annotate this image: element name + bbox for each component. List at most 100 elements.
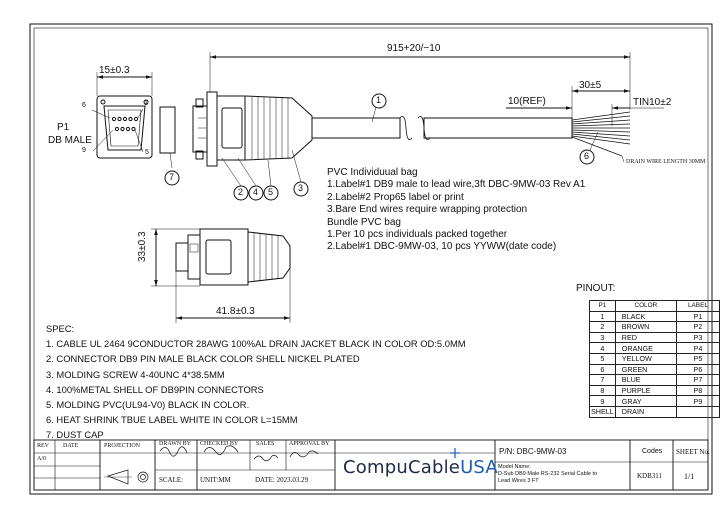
color-cell: ORANGE <box>614 342 677 354</box>
color-cell: PURPLE <box>614 384 677 397</box>
p1-type-label: DB MALE <box>48 135 92 146</box>
dim-width-text: 15±0.3 <box>99 65 130 76</box>
label-cell: P9 <box>675 395 720 407</box>
dim-tin-text: TIN10±2 <box>633 97 672 108</box>
logo-main: CompuCable <box>343 457 461 478</box>
tb-model-desc-1: D-Sub DB9 Male RS-232 Serial Cable to <box>498 471 598 477</box>
pin-cell: 3 <box>589 331 616 344</box>
tb-codes: Codes <box>642 448 663 455</box>
pin-callout-5: 5 <box>145 149 149 156</box>
label-cell: P6 <box>675 363 720 376</box>
label-cell: P3 <box>675 331 720 344</box>
cable-jacket <box>423 117 573 139</box>
note-line: Bundle PVC bag <box>327 216 401 228</box>
connector-side-view <box>192 91 401 167</box>
p1-label: P1 <box>57 122 70 133</box>
balloon-5-text: 5 <box>268 187 274 197</box>
tb-code-value: KDB311 <box>637 472 663 480</box>
lead-wires <box>571 111 631 157</box>
label-cell: P4 <box>675 342 720 354</box>
pin-cell: 1 <box>589 310 616 323</box>
pin-callout-1: 1 <box>144 100 148 107</box>
packaging-notes: PVC Individuual bag 1.Label#1 DB9 male t… <box>327 167 585 254</box>
pin-cell: 5 <box>589 352 616 365</box>
dim-ref-text: 10(REF) <box>508 96 546 107</box>
tb-part-number: P/N: DBC-9MW-03 <box>499 447 567 456</box>
tb-sheet-no: SHEET No. <box>676 448 710 456</box>
tb-rev: REV <box>37 443 49 449</box>
spec-item: 4. 100%METAL SHELL OF DB9PIN CONNECTORS <box>46 383 264 395</box>
note-line: 2.Label#1 DBC-9MW-03, 10 pcs YYWW(date c… <box>327 241 557 253</box>
drain-note: DRAIN WIRE LENGTH 30MM <box>626 159 706 165</box>
pinout-header-color: COLOR <box>614 300 677 312</box>
logo-usa: USA <box>460 457 498 478</box>
pin-cell: 2 <box>589 321 616 333</box>
label-cell: P1 <box>675 310 720 323</box>
tb-sales: SALES <box>256 441 275 447</box>
balloon-6-text: 6 <box>584 151 590 161</box>
tb-model-desc-2: Lead Wires 3 FT <box>498 478 539 484</box>
title-block <box>33 439 709 491</box>
balloon-7 <box>164 170 180 186</box>
pin-cell: 9 <box>589 395 616 407</box>
color-cell: GRAY <box>614 395 677 407</box>
note-line: 1.Label#1 DB9 male to lead wire,3ft DBC-… <box>327 179 586 191</box>
pin-cell: 4 <box>589 342 616 354</box>
pinout-header-p1: P1 <box>589 300 616 312</box>
tb-date: DATE <box>63 443 79 449</box>
tb-projection: PROJECTION <box>104 443 141 449</box>
tb-date-value: DATE: 2023.03.29 <box>255 476 309 484</box>
tb-approval-by: APPROVAL BY <box>289 441 330 447</box>
connector-top-view <box>175 228 291 286</box>
pinout-header-label: LABEL <box>675 300 720 312</box>
color-cell: BLUE <box>614 374 677 386</box>
balloon-1 <box>371 93 387 109</box>
color-cell: GREEN <box>614 363 677 376</box>
balloon-7-text: 7 <box>169 172 175 182</box>
pin-cell: 7 <box>589 374 616 386</box>
label-cell: P8 <box>675 384 720 397</box>
tb-scale: SCALE: <box>159 476 184 484</box>
tb-unit: UNIT:MM <box>200 476 231 484</box>
pin-cell: 8 <box>589 384 616 397</box>
balloon-4-text: 4 <box>253 187 259 197</box>
spec-title: SPEC: <box>46 323 75 334</box>
color-cell: RED <box>614 331 677 344</box>
dim-strip-text: 30±5 <box>579 80 602 91</box>
tb-checked-by: CHECKED BY <box>200 441 239 447</box>
label-cell: P2 <box>675 321 720 333</box>
spec-list: SPEC: 1. CABLE UL 2464 9CONDUCTOR 28AWG … <box>46 321 466 443</box>
p1-front-view <box>91 95 153 159</box>
dust-cap <box>159 106 176 154</box>
spec-item: 3. MOLDING SCREW 4-40UNC 4*38.5MM <box>46 368 225 380</box>
label-cell: P5 <box>675 352 720 365</box>
note-line: 2.Label#2 Prop65 label or print <box>327 191 464 203</box>
pin-cell: 6 <box>589 363 616 376</box>
label-cell: P7 <box>675 374 720 386</box>
note-line: 1.Per 10 pcs individuals packed together <box>327 229 508 241</box>
balloon-3-text: 3 <box>298 183 304 193</box>
pinout-title: PINOUT: <box>576 283 616 294</box>
frame-outer <box>29 23 713 495</box>
balloon-6 <box>579 149 595 165</box>
dim-depth-text: 41.8±0.3 <box>216 306 255 317</box>
label-cell <box>675 405 720 418</box>
balloon-1-text: 1 <box>376 95 382 105</box>
dim-height-text: 33±0.3 <box>137 231 148 262</box>
color-cell: BLACK <box>614 310 677 323</box>
pin-cell: SHELL <box>589 405 616 418</box>
color-cell: DRAIN <box>614 405 677 418</box>
